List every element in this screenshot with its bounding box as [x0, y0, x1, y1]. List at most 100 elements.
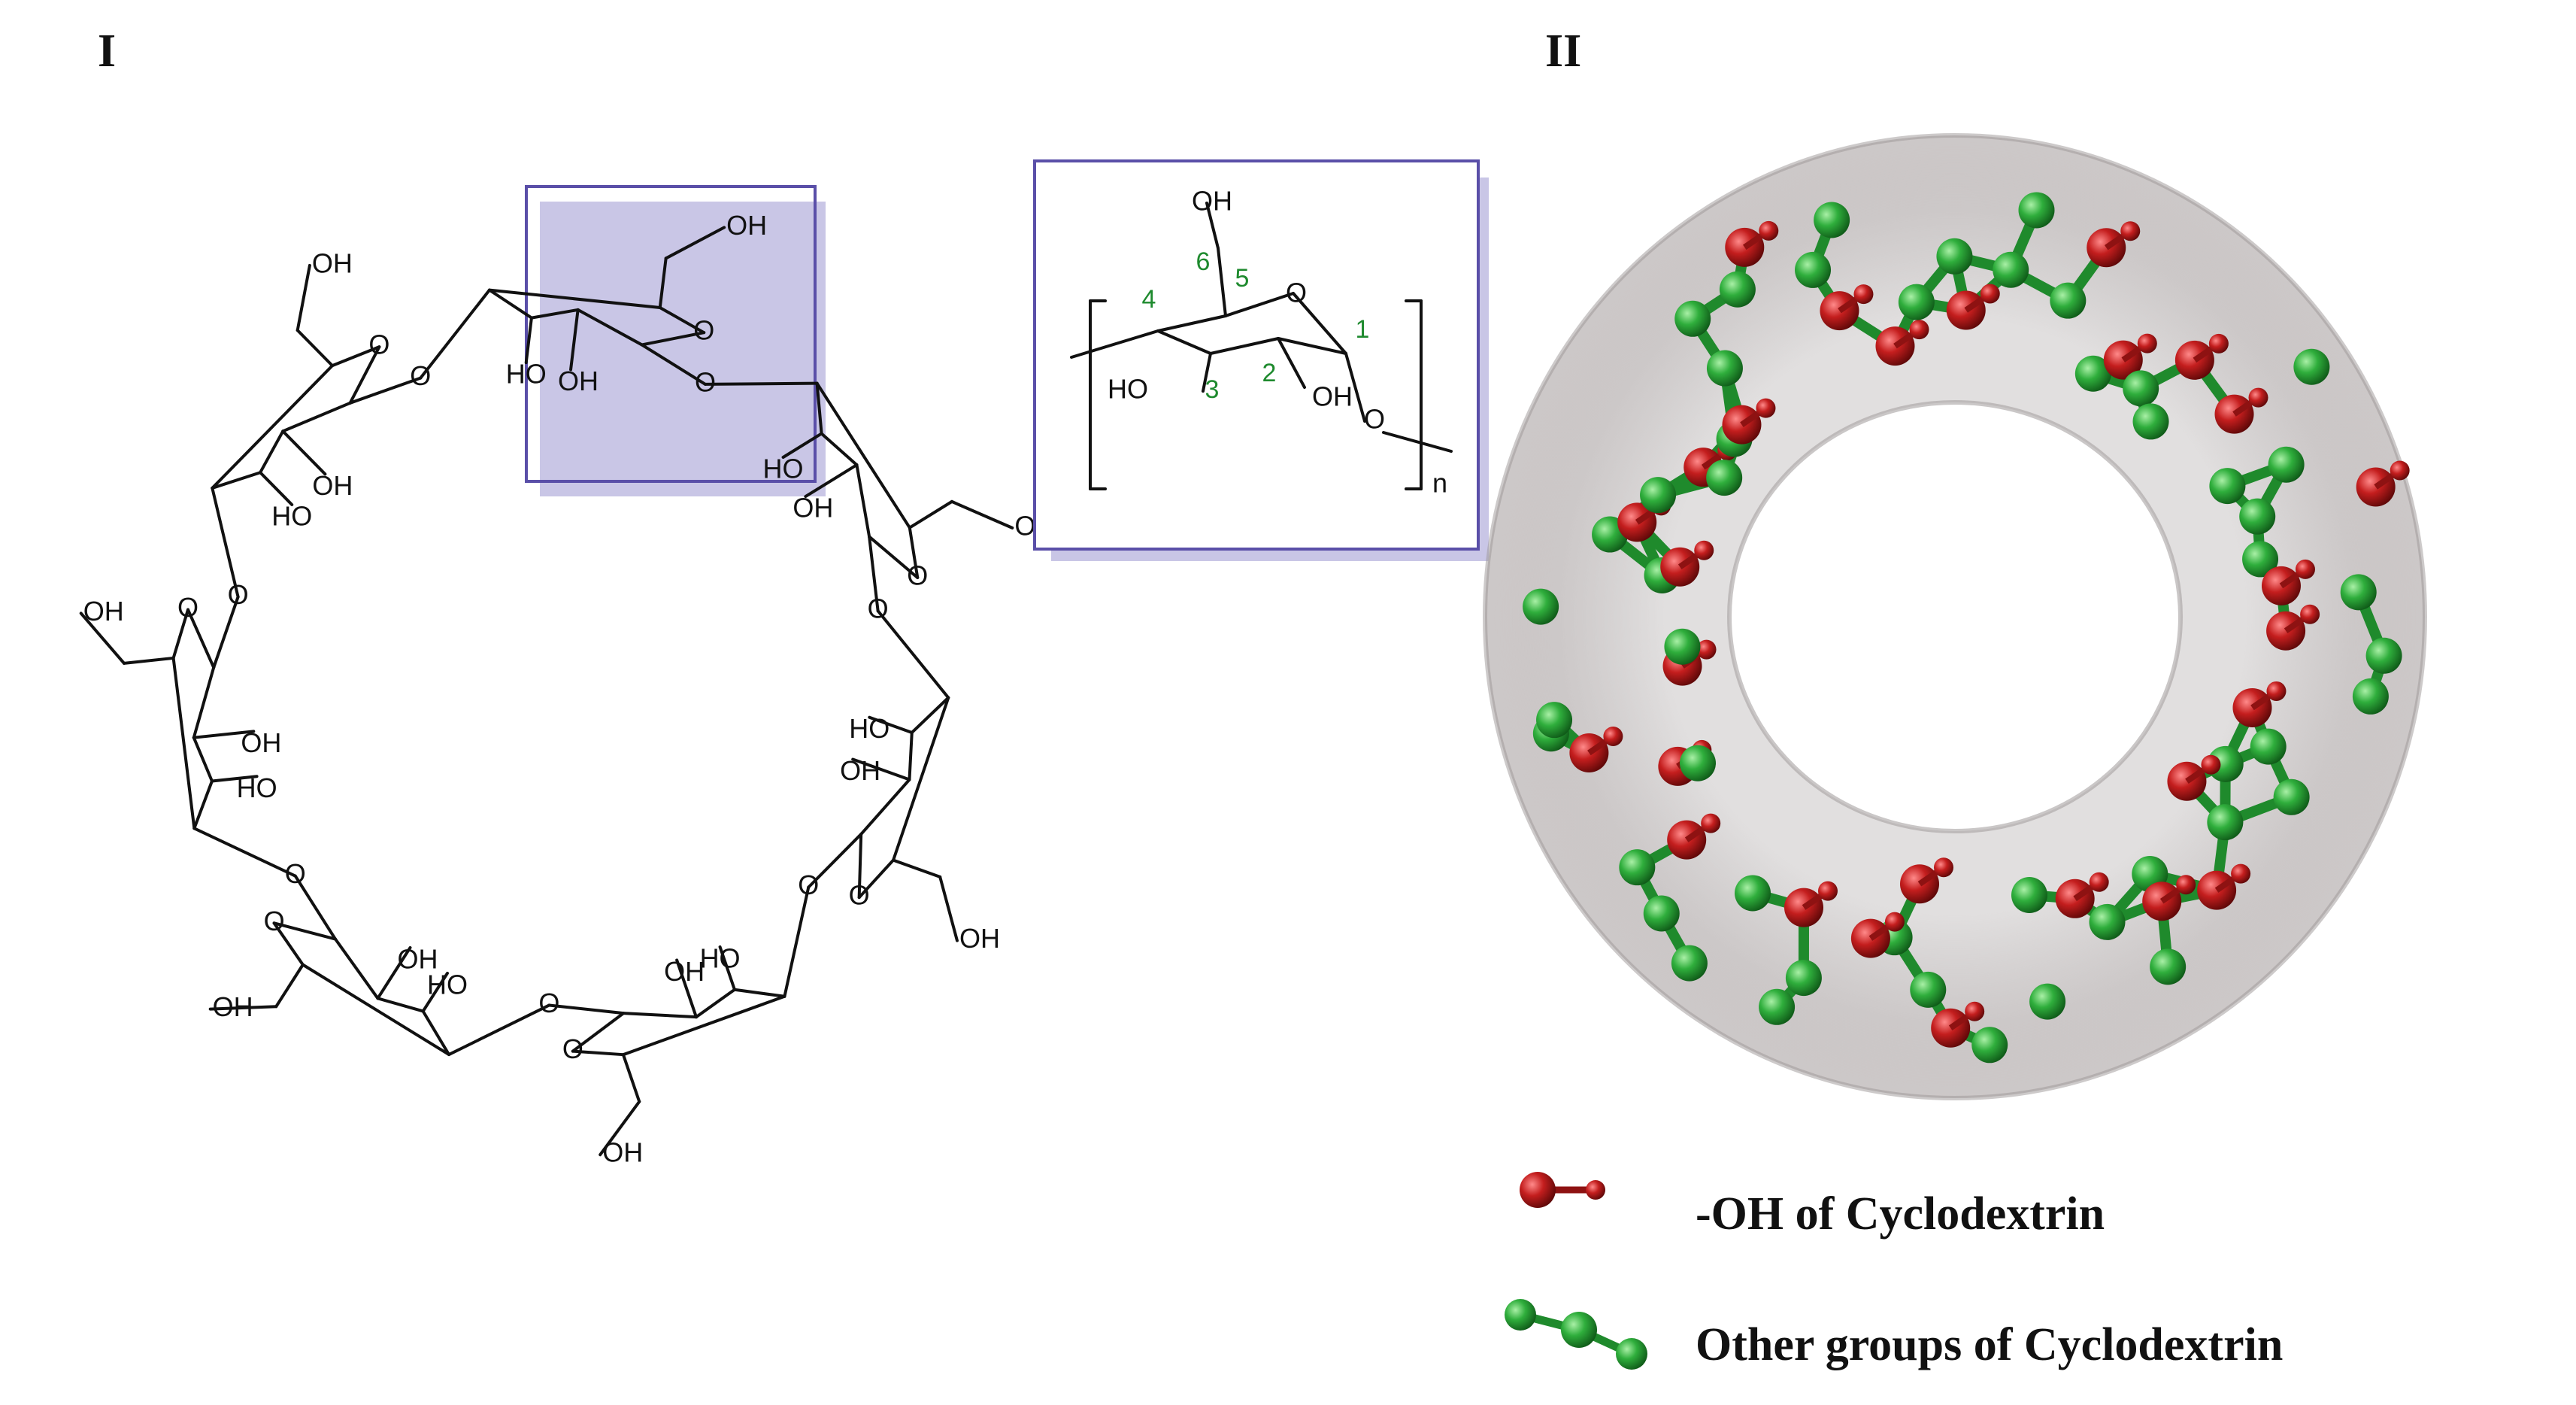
glycosidic-oxygen-label: O: [228, 579, 249, 610]
ring-bond: [301, 963, 451, 1057]
carbon-atom: [2207, 804, 2244, 841]
bond: [1205, 202, 1220, 250]
hydrogen-atom: [2300, 604, 2320, 624]
hydrogen-atom: [1965, 1001, 1985, 1021]
hydroxyl-bond: [259, 471, 294, 506]
hydrogen-atom: [1696, 639, 1717, 660]
ring-oxygen-label: O: [693, 315, 714, 346]
bond: [1070, 329, 1159, 359]
hydroxyl-bond: [938, 875, 959, 942]
glycosidic-oxygen-label: O: [695, 366, 716, 397]
carbon-atom: [1706, 350, 1743, 387]
hydroxyl-bond: [122, 656, 175, 665]
panel-label-i: I: [98, 26, 116, 77]
hydrogen-atom: [1756, 398, 1776, 418]
hydrogen-atom: [2266, 681, 2287, 701]
surface-outline: [1483, 133, 2427, 1100]
bond: [1156, 314, 1227, 332]
glycosidic-bond: [447, 1003, 551, 1057]
legend-other-atom-1-icon: [1505, 1299, 1536, 1331]
carbon-atom: [1671, 945, 1708, 982]
bond: [1382, 431, 1453, 453]
glycosidic-oxygen-label: O: [798, 869, 819, 900]
carbon-atom: [1643, 895, 1680, 932]
ring-bond: [908, 526, 920, 579]
hydroxyl-bond: [804, 463, 859, 499]
bond: [1277, 337, 1347, 355]
carbon-atom: [1814, 202, 1850, 238]
monomer-oh6-label: OH: [1192, 186, 1232, 217]
carbon-atom: [1910, 971, 1947, 1008]
ring-bond: [281, 401, 352, 433]
carbon-number-2: 2: [1262, 359, 1277, 387]
ring-bond: [171, 656, 196, 830]
carbon-atom: [2340, 574, 2377, 611]
carbon-atom: [2150, 948, 2187, 985]
glycosidic-bond: [211, 486, 240, 599]
hydrogen-atom: [1817, 881, 1838, 901]
glycosidic-bond: [547, 1003, 626, 1015]
carbon-atom: [2209, 468, 2246, 505]
hydrogen-atom: [1853, 284, 1874, 305]
carbon-atom: [1640, 477, 1677, 514]
ring-oxygen-label: O: [368, 329, 389, 360]
hydroxyl-label: OH: [792, 493, 833, 523]
hydroxyl-bond: [208, 1005, 278, 1011]
legend-item-oh: -OH of Cyclodextrin: [1520, 1172, 2105, 1240]
ring-oxygen-label: O: [562, 1033, 583, 1064]
glycosidic-oxygen-label: O: [285, 858, 306, 889]
ring-bond: [330, 345, 381, 368]
ring-bond: [211, 471, 262, 490]
ring-oxygen-label: O: [849, 880, 870, 911]
ring-bond: [211, 364, 334, 490]
hydrogen-atom: [1603, 726, 1623, 746]
glycosidic-bond: [419, 288, 491, 380]
carbon-atom: [2293, 348, 2330, 385]
hydroxyl-bond: [621, 1053, 641, 1103]
ring-bond: [376, 997, 425, 1013]
hydroxyl-bond: [376, 945, 412, 1000]
carbon-number-6: 6: [1196, 247, 1211, 276]
legend-other-atom-2-icon: [1561, 1312, 1597, 1348]
hydrogen-atom: [2201, 754, 2221, 775]
ring-bond: [272, 921, 305, 967]
ring-atom-labels: HOOHOHOOHOOHOHOOHOOHOHOOHOOHOHOOHOOHOHOO…: [83, 210, 1056, 1168]
carbon-atom: [1619, 849, 1656, 886]
legend-label-other: Other groups of Cyclodextrin: [1696, 1319, 2283, 1370]
highlight-box-shadow: [540, 202, 826, 496]
hydrogen-atom: [2176, 875, 2196, 895]
hydroxyl-label: OH: [664, 956, 705, 987]
hydroxyl-label: OH: [959, 923, 1000, 954]
ring-bond: [487, 288, 662, 309]
ring-bond: [859, 778, 911, 836]
legend-item-other: Other groups of Cyclodextrin: [1505, 1299, 2283, 1370]
glycosidic-bond: [192, 827, 297, 878]
hydroxyl-label: HO: [849, 713, 889, 744]
glycosidic-oxygen-label: O: [410, 360, 431, 391]
ring-bond: [694, 988, 736, 1019]
ring-bond: [186, 608, 216, 669]
ring-bond: [348, 345, 381, 405]
carbon-atom: [2132, 403, 2169, 440]
monomer-ring-oxygen-label: O: [1286, 278, 1307, 308]
hydroxyl-label: HO: [237, 772, 277, 803]
carbon-atom: [1664, 628, 1701, 665]
hydroxyl-bond: [295, 263, 311, 332]
ring-oxygen-label: O: [907, 560, 928, 590]
glycosidic-bond: [868, 535, 880, 613]
ring-bond: [908, 730, 914, 781]
ring-bond: [576, 308, 644, 347]
carbon-atom: [1898, 284, 1935, 320]
glycosidic-bond: [348, 376, 423, 405]
repeat-subscript: n: [1432, 468, 1447, 499]
ring-bond: [640, 331, 706, 347]
hydrogen-atom: [1884, 912, 1905, 932]
hydrogen-atom: [2295, 559, 2315, 579]
hydroxyl-label: OH: [83, 596, 124, 627]
cyclodextrin-3d-model: [1483, 133, 2427, 1100]
carbon-atom: [1536, 702, 1573, 739]
carbon-atom: [1523, 588, 1559, 625]
carbon-atom: [2239, 498, 2276, 535]
hydroxyl-bond: [274, 963, 305, 1009]
